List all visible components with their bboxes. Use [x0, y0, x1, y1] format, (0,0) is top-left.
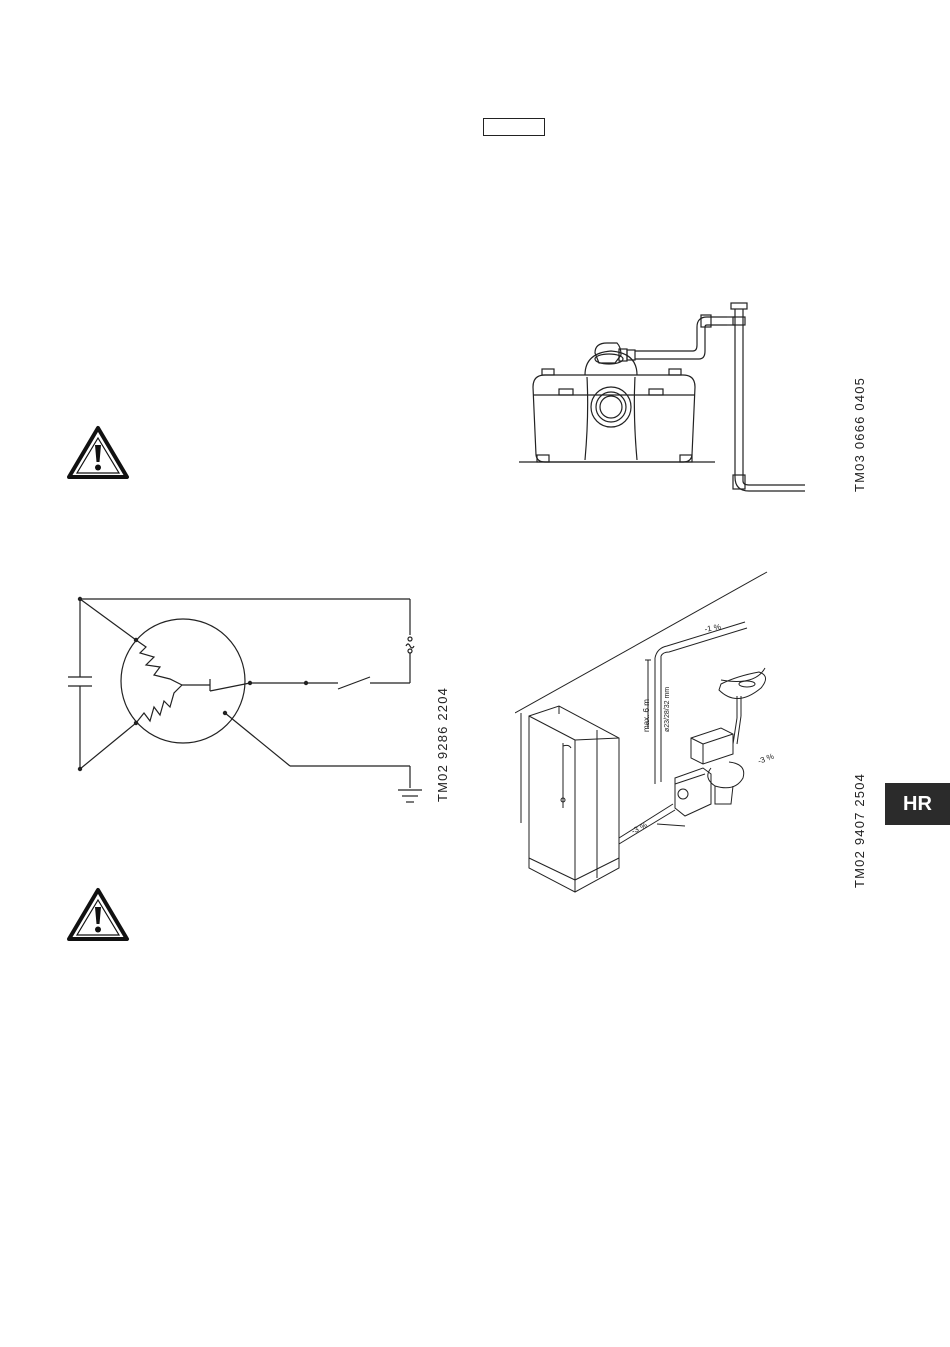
wiring-diagram — [60, 585, 430, 820]
pipe-diameter-label: ø23/28/32 mm — [664, 687, 671, 732]
warning-triangle-icon — [66, 424, 130, 480]
slope-label-shower: -3 % — [630, 821, 649, 836]
warning-triangle-icon — [66, 886, 130, 942]
figure-code-pump-front: TM03 0666 0405 — [852, 377, 867, 492]
figure-code-installation: TM02 9407 2504 — [852, 773, 867, 888]
slope-label-top: -1 % — [704, 622, 722, 634]
figure-code-wiring: TM02 9286 2204 — [435, 687, 450, 802]
pump-front-view-diagram — [515, 295, 815, 510]
language-tab: HR — [885, 783, 950, 825]
max-height-label: max. 6 m — [642, 699, 651, 732]
empty-box — [483, 118, 545, 136]
installation-diagram: -1 % -3 % -3 % max. 6 m ø23/28/32 mm — [515, 568, 775, 903]
slope-label-basin: -3 % — [757, 752, 775, 766]
